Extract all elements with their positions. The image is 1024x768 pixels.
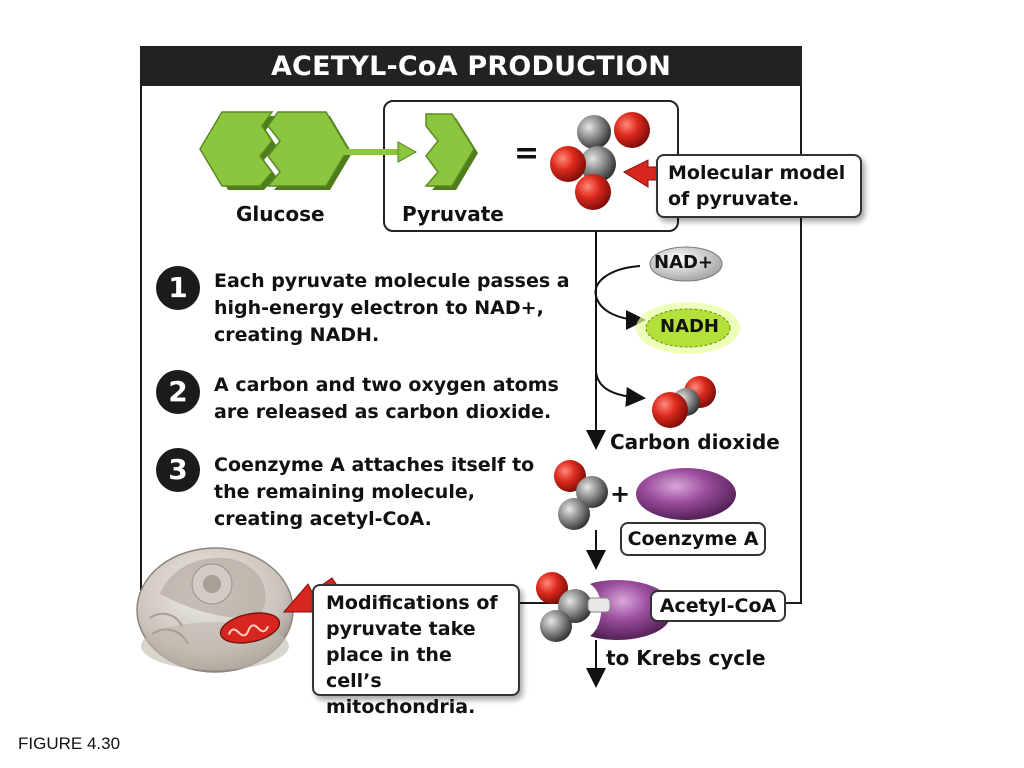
glucose-molecule-icon: [199, 111, 352, 190]
molecular-model-callout: Molecular model of pyruvate.: [656, 154, 862, 218]
mitochondria-callout: Modifications of pyruvate take place in …: [312, 584, 520, 718]
figure-label: FIGURE 4.30: [18, 734, 121, 753]
krebs-cycle-label: to Krebs cycle: [606, 646, 766, 670]
flow-arrows: [586, 232, 646, 688]
acetyl-group-molecule-icon: [554, 460, 608, 530]
carbon-dioxide-label: Carbon dioxide: [610, 430, 780, 454]
equals-sign: =: [514, 136, 540, 171]
step-3-number: 3: [156, 448, 200, 492]
coenzyme-a-icon: [636, 468, 736, 520]
carbon-dioxide-molecule-icon: [652, 376, 716, 428]
step-2-text: A carbon and two oxygen atoms are releas…: [214, 374, 559, 423]
diagram-title: ACETYL-CoA PRODUCTION: [140, 46, 802, 86]
step-1-text: Each pyruvate molecule passes a high-ene…: [214, 270, 570, 346]
glucose-label: Glucose: [236, 202, 325, 226]
nad-plus-badge-shape: [649, 246, 723, 282]
pyruvate-molecule-icon: [424, 113, 478, 190]
nadh-badge: NADH: [660, 316, 720, 337]
acetyl-coa-badge: Acetyl-CoA: [650, 590, 786, 622]
nadh-glow-icon: [636, 302, 740, 354]
mitochondrion-icon: [219, 612, 281, 644]
step-3-text: Coenzyme A attaches itself to the remain…: [214, 454, 535, 530]
step-2-number: 2: [156, 370, 200, 414]
conversion-arrow-icon: [338, 141, 418, 163]
step-1-number: 1: [156, 266, 200, 310]
pyruvate-model-icon: [550, 112, 650, 210]
pyruvate-label: Pyruvate: [402, 202, 504, 226]
coenzyme-a-badge: Coenzyme A: [620, 522, 766, 556]
nad-plus-badge: NAD+: [654, 252, 714, 273]
plus-sign: +: [610, 480, 631, 508]
cell-illustration: [136, 547, 294, 673]
